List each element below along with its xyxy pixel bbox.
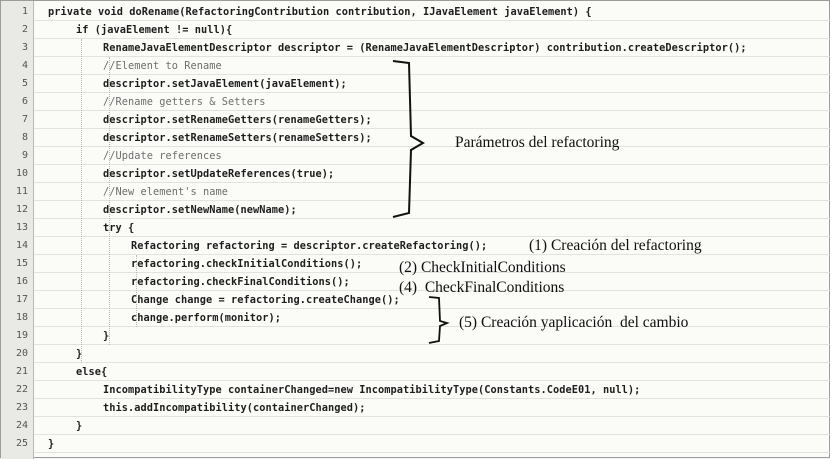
- code-line[interactable]: }: [103, 330, 110, 342]
- row-separator: [34, 416, 830, 417]
- code-comment-line[interactable]: //Update references: [103, 150, 222, 162]
- code-line[interactable]: descriptor.setNewName(newName);: [103, 204, 297, 216]
- row-separator: [34, 20, 830, 21]
- indent-guide: [109, 57, 111, 345]
- row-separator: [34, 380, 830, 381]
- line-number: 2: [21, 24, 28, 35]
- code-line[interactable]: IncompatibilityType containerChanged=new…: [103, 384, 641, 396]
- row-separator: [34, 290, 830, 291]
- row-separator: [34, 164, 830, 165]
- code-line[interactable]: descriptor.setJavaElement(javaElement);: [103, 78, 347, 90]
- line-number: 13: [15, 222, 28, 233]
- line-number: 17: [15, 294, 28, 305]
- code-comment-line[interactable]: //Rename getters & Setters: [103, 96, 266, 108]
- code-line[interactable]: change.perform(monitor);: [131, 312, 281, 324]
- row-separator: [34, 110, 830, 111]
- row-separator: [34, 74, 830, 75]
- code-line[interactable]: descriptor.setRenameSetters(renameSetter…: [103, 132, 372, 144]
- row-separator: [34, 200, 830, 201]
- row-separator: [34, 218, 830, 219]
- code-line[interactable]: RenameJavaElementDescriptor descriptor =…: [103, 42, 747, 54]
- line-number: 9: [21, 150, 28, 161]
- row-separator: [34, 308, 830, 309]
- row-separator: [34, 362, 830, 363]
- line-number: 20: [15, 348, 28, 359]
- row-separator: [34, 128, 830, 129]
- code-comment-line[interactable]: //Element to Rename: [103, 60, 222, 72]
- row-separator: [34, 434, 830, 435]
- code-line[interactable]: Change change = refactoring.createChange…: [131, 294, 400, 306]
- code-line[interactable]: refactoring.checkFinalConditions();: [131, 276, 350, 288]
- code-line[interactable]: this.addIncompatibility(containerChanged…: [103, 402, 366, 414]
- line-number: 22: [15, 384, 28, 395]
- line-number: 4: [21, 60, 28, 71]
- line-number: 25: [15, 438, 28, 449]
- code-comment-line[interactable]: //New element's name: [103, 186, 228, 198]
- code-line[interactable]: descriptor.setUpdateReferences(true);: [103, 168, 335, 180]
- line-number: 1: [21, 6, 28, 17]
- line-number: 6: [21, 96, 28, 107]
- line-number: 8: [21, 132, 28, 143]
- code-line[interactable]: if (javaElement != null){: [76, 24, 233, 36]
- row-separator: [34, 254, 830, 255]
- line-number: 11: [15, 186, 28, 197]
- indent-guide: [81, 39, 83, 363]
- row-separator: [34, 272, 830, 273]
- annotation-step4: (4) CheckFinalConditions: [399, 279, 565, 296]
- line-number: 5: [21, 78, 28, 89]
- row-separator: [34, 452, 830, 453]
- annotation-parameters: Parámetros del refactoring: [455, 134, 620, 151]
- code-line[interactable]: }: [76, 348, 83, 360]
- row-separator: [34, 56, 830, 57]
- row-separator: [34, 92, 830, 93]
- code-line[interactable]: else{: [76, 366, 108, 378]
- row-separator: [34, 182, 830, 183]
- code-line[interactable]: try {: [103, 222, 135, 234]
- line-number: 16: [15, 276, 28, 287]
- line-number: 14: [15, 240, 28, 251]
- row-separator: [34, 398, 830, 399]
- line-number: 19: [15, 330, 28, 341]
- code-line[interactable]: private void doRename(RefactoringContrib…: [48, 6, 592, 18]
- code-line[interactable]: }: [76, 420, 83, 432]
- line-number: 10: [15, 168, 28, 179]
- code-line[interactable]: refactoring.checkInitialConditions();: [131, 258, 363, 270]
- line-number: 3: [21, 42, 28, 53]
- indent-guide: [136, 255, 138, 327]
- line-number: 18: [15, 312, 28, 323]
- annotation-step5: (5) Creación yaplicación del cambio: [459, 314, 689, 331]
- line-number: 24: [15, 420, 28, 431]
- row-separator: [34, 236, 830, 237]
- code-line[interactable]: Refactoring refactoring = descriptor.cre…: [131, 240, 488, 252]
- line-number: 23: [15, 402, 28, 413]
- row-separator: [34, 146, 830, 147]
- line-number: 7: [21, 114, 28, 125]
- row-separator: [34, 38, 830, 39]
- line-number: 15: [15, 258, 28, 269]
- line-number: 21: [15, 366, 28, 377]
- row-separator: [34, 344, 830, 345]
- parameters-bracket: [392, 60, 425, 218]
- line-number: 12: [15, 204, 28, 215]
- row-separator: [34, 326, 830, 327]
- code-line[interactable]: descriptor.setRenameGetters(renameGetter…: [103, 114, 372, 126]
- annotation-step2: (2) CheckInitialConditions: [399, 259, 566, 276]
- code-line[interactable]: }: [48, 438, 55, 450]
- step5-bracket: [428, 296, 450, 344]
- annotation-step1: (1) Creación del refactoring: [529, 237, 702, 254]
